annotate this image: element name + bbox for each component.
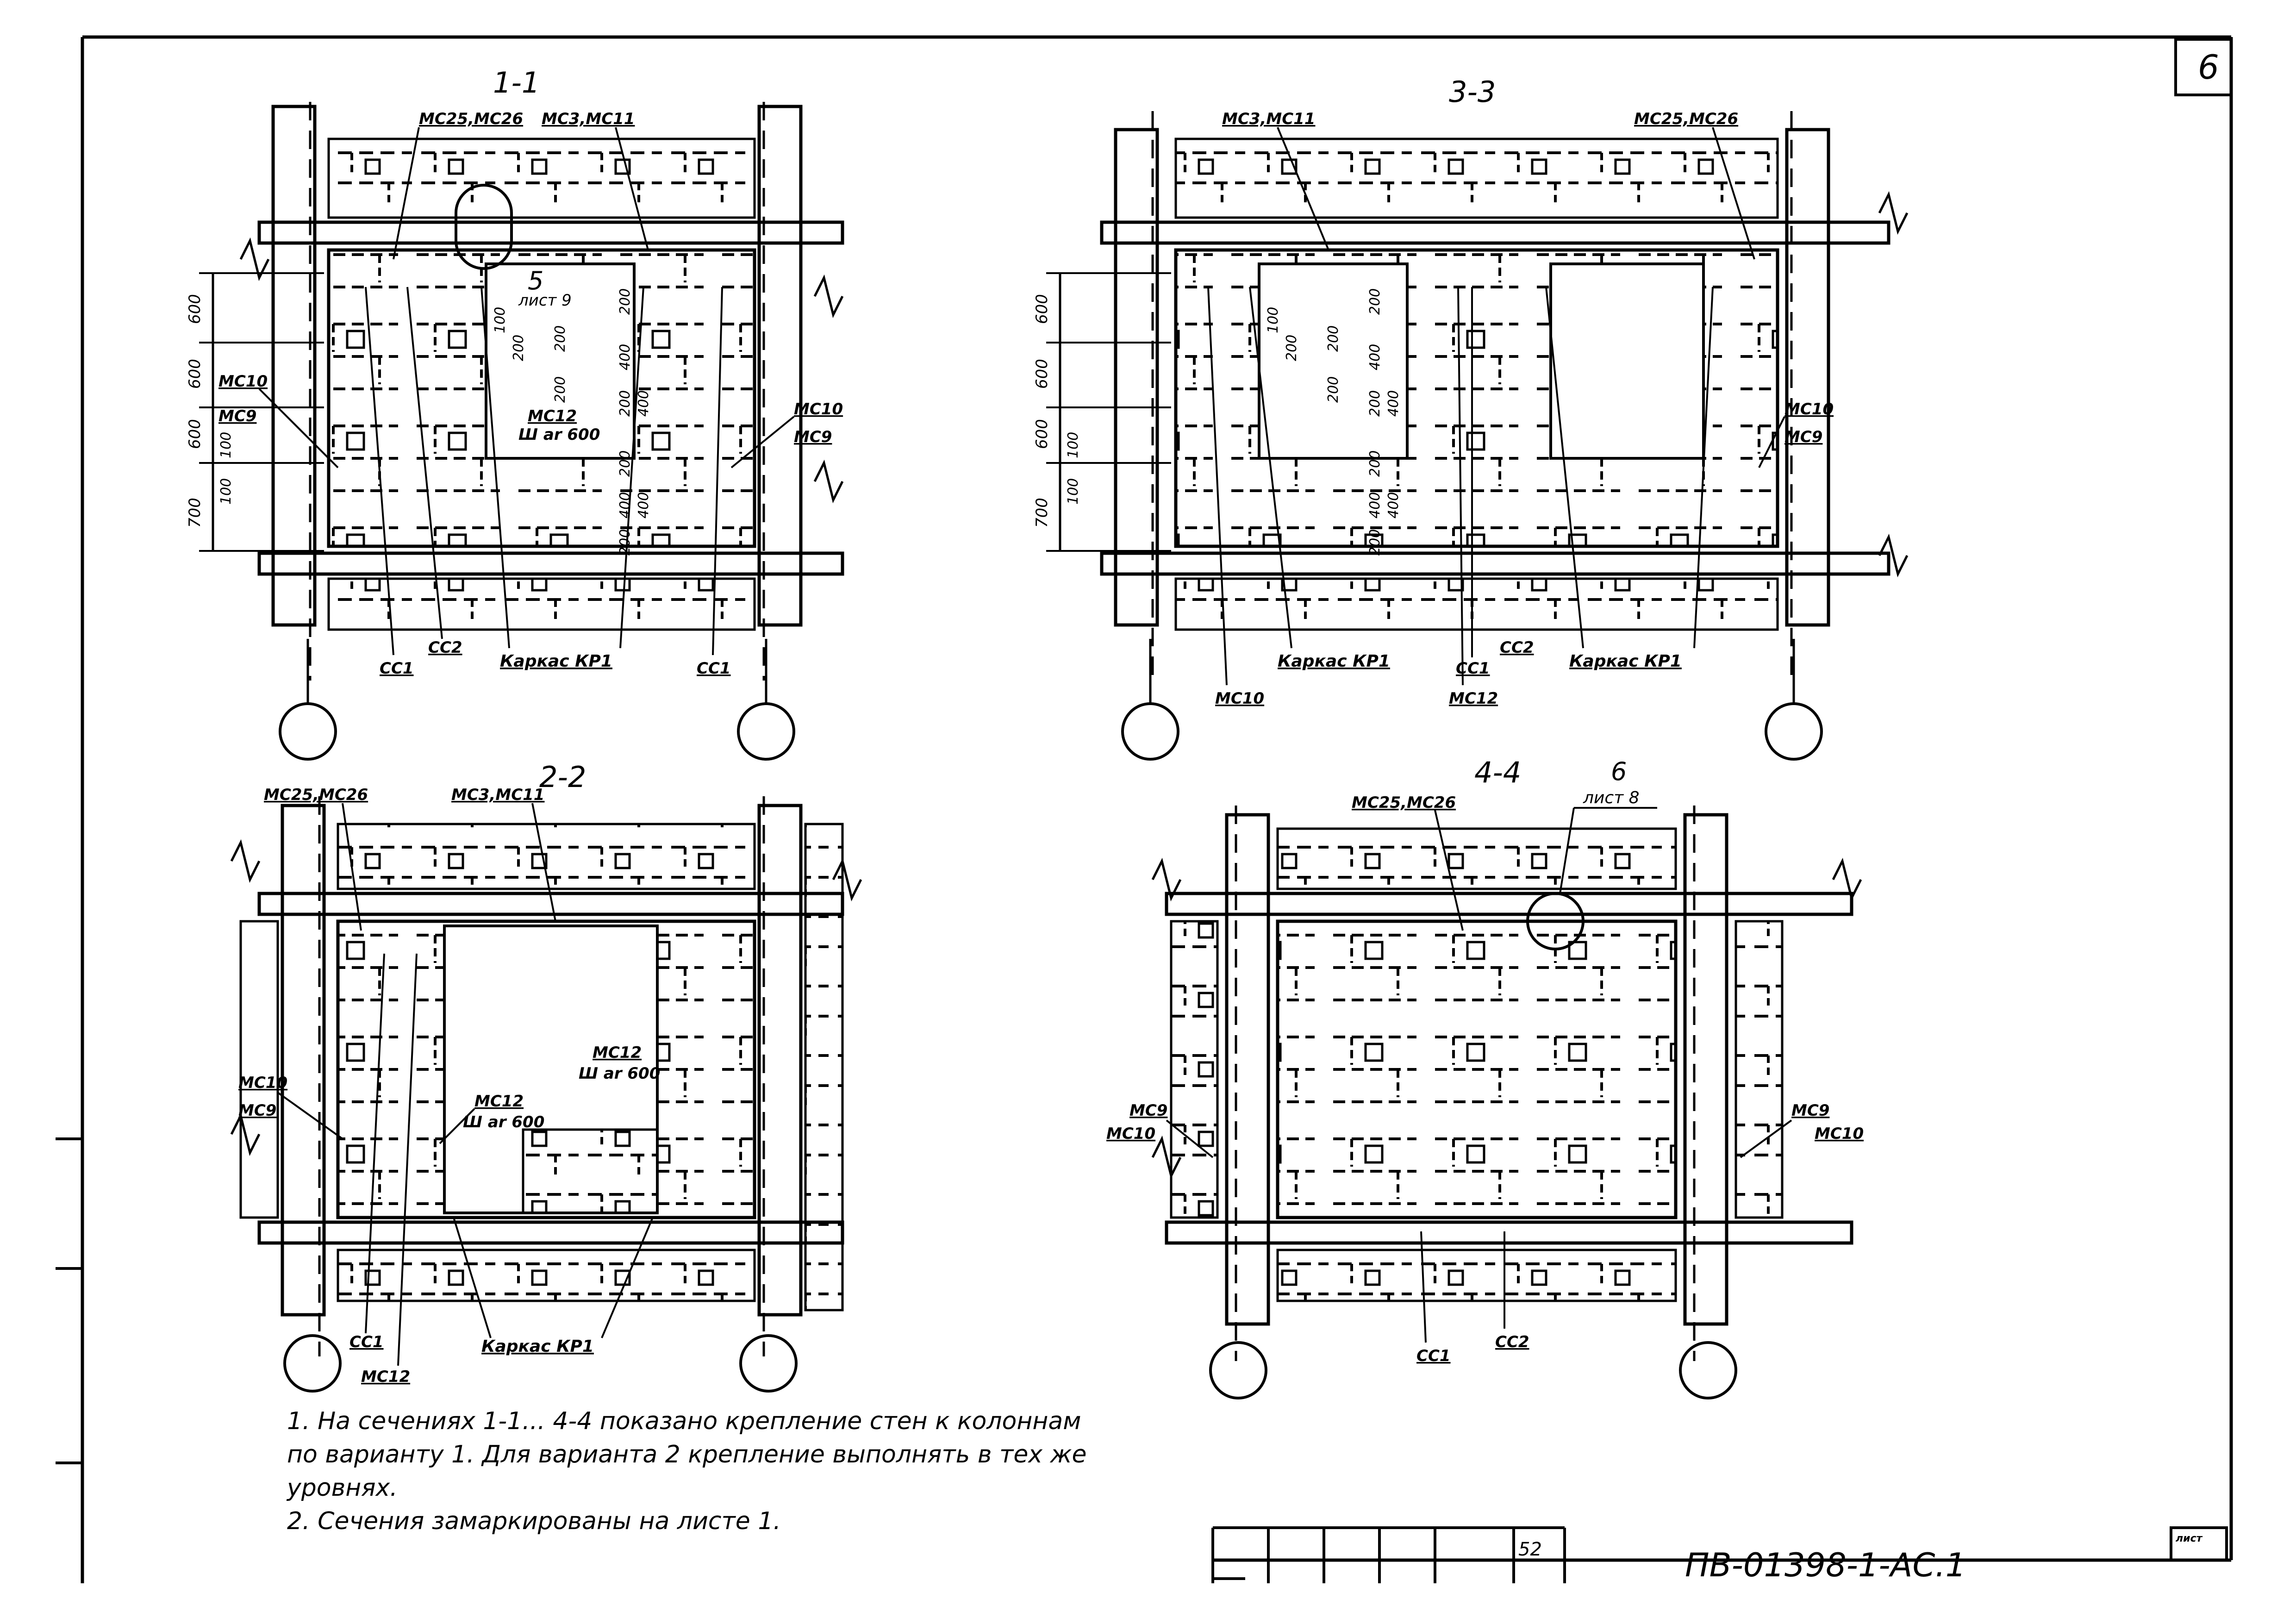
section-1-1: 1-1 5 лист 9 600 600 600 700 100 (186, 66, 844, 761)
svg-text:700: 700 (1033, 498, 1051, 528)
section-title: 2-2 (539, 760, 586, 794)
svg-text:200: 200 (1367, 288, 1383, 315)
svg-text:МС9: МС9 (1784, 428, 1822, 446)
svg-text:600: 600 (186, 419, 204, 449)
svg-text:100: 100 (1265, 307, 1281, 333)
svg-text:МС10: МС10 (1215, 689, 1264, 708)
svg-text:700: 700 (186, 498, 204, 528)
svg-text:МС9: МС9 (218, 407, 256, 425)
svg-text:СС1: СС1 (1456, 659, 1490, 678)
svg-text:СС1: СС1 (349, 1333, 384, 1351)
svg-text:100: 100 (1065, 432, 1081, 458)
svg-text:СС2: СС2 (1495, 1333, 1529, 1351)
svg-text:600: 600 (186, 294, 204, 324)
svg-text:100: 100 (492, 307, 508, 333)
svg-text:МС10: МС10 (1784, 400, 1834, 418)
svg-text:СС1: СС1 (1416, 1347, 1451, 1365)
svg-text:МС9: МС9 (1129, 1101, 1167, 1120)
svg-text:100: 100 (218, 432, 234, 458)
svg-text:МС12: МС12 (593, 1043, 642, 1062)
svg-text:МС12: МС12 (361, 1368, 410, 1386)
svg-text:МС9: МС9 (1791, 1101, 1829, 1120)
svg-text:200: 200 (1325, 376, 1341, 403)
callout-number: 5 (528, 266, 543, 295)
svg-text:200: 200 (552, 376, 568, 403)
svg-text:МС3,МС11: МС3,МС11 (1222, 110, 1315, 128)
svg-text:200: 200 (1367, 450, 1383, 477)
note-line-4: 2. Сечения замаркированы на листе 1. (287, 1507, 781, 1535)
svg-text:МС12: МС12 (1449, 689, 1498, 708)
svg-text:МС9: МС9 (794, 428, 832, 446)
svg-text:МС25,МС26: МС25,МС26 (1634, 110, 1738, 128)
svg-text:200: 200 (617, 529, 633, 556)
svg-text:400: 400 (617, 344, 633, 370)
svg-text:Каркас КР1: Каркас КР1 (1278, 652, 1390, 671)
svg-text:200: 200 (617, 390, 633, 417)
svg-text:МС25,МС26: МС25,МС26 (419, 110, 523, 128)
svg-text:200: 200 (552, 325, 568, 352)
svg-text:МС25,МС26: МС25,МС26 (264, 786, 368, 804)
svg-text:МС10: МС10 (218, 372, 268, 391)
svg-text:СС1: СС1 (697, 659, 731, 678)
svg-text:400: 400 (636, 390, 652, 417)
section-3-3: 3-3 600 600 600 700 100 100 100 200 200 … (1033, 75, 1909, 761)
svg-text:400: 400 (1385, 390, 1402, 417)
note-line-1: 1. На сечениях 1-1... 4-4 показано крепл… (287, 1407, 1081, 1435)
svg-text:Каркас КР1: Каркас КР1 (1569, 652, 1682, 671)
svg-text:МС12: МС12 (528, 407, 577, 425)
svg-text:Ш ar 600: Ш ar 600 (518, 425, 600, 444)
svg-text:400: 400 (1367, 344, 1383, 370)
svg-text:СС2: СС2 (1500, 638, 1534, 657)
note-line-2: по варианту 1. Для варианта 2 крепление … (287, 1441, 1087, 1468)
section-title: 3-3 (1449, 75, 1496, 109)
svg-text:СС1: СС1 (380, 659, 414, 678)
callout-sheet: лист 8 (1583, 788, 1640, 807)
svg-text:МС10: МС10 (794, 400, 843, 418)
svg-text:МС10: МС10 (1106, 1124, 1155, 1143)
note-line-3: уровнях. (287, 1474, 398, 1502)
svg-text:МС25,МС26: МС25,МС26 (1352, 793, 1456, 812)
svg-text:600: 600 (1033, 359, 1051, 389)
svg-text:600: 600 (186, 359, 204, 389)
svg-text:400: 400 (636, 492, 652, 518)
svg-text:МС12: МС12 (474, 1092, 524, 1111)
svg-text:400: 400 (1367, 492, 1383, 518)
callout-sheet: лист 9 (518, 291, 572, 310)
section-title: 4-4 (1474, 756, 1521, 789)
svg-text:200: 200 (1284, 335, 1300, 361)
svg-text:100: 100 (218, 478, 234, 505)
svg-text:МС3,МС11: МС3,МС11 (451, 786, 544, 804)
title-block: 52 лист ПВ-01398-1-АС.1 (1211, 1526, 2228, 1584)
stamp-cell: 52 (1518, 1539, 1542, 1560)
svg-text:200: 200 (1325, 325, 1341, 352)
svg-text:Ш ar 600: Ш ar 600 (463, 1113, 544, 1131)
callout-number: 6 (1611, 757, 1627, 786)
page-number-box: 6 (2174, 38, 2233, 96)
svg-text:400: 400 (1385, 492, 1402, 518)
svg-text:Каркас КР1: Каркас КР1 (481, 1337, 594, 1356)
svg-text:600: 600 (1033, 419, 1051, 449)
section-title: 1-1 (493, 66, 540, 100)
page-number: 6 (2198, 48, 2219, 87)
svg-text:Ш ar 600: Ш ar 600 (579, 1064, 660, 1083)
svg-text:200: 200 (617, 288, 633, 315)
svg-text:200: 200 (1367, 529, 1383, 556)
svg-text:600: 600 (1033, 294, 1051, 324)
svg-text:200: 200 (617, 450, 633, 477)
svg-text:100: 100 (1065, 478, 1081, 505)
svg-text:МС9: МС9 (238, 1101, 276, 1120)
svg-text:МС10: МС10 (1815, 1124, 1864, 1143)
svg-text:СС2: СС2 (428, 638, 462, 657)
svg-text:МС10: МС10 (238, 1074, 287, 1092)
svg-text:МС3,МС11: МС3,МС11 (542, 110, 635, 128)
svg-text:Каркас КР1: Каркас КР1 (500, 652, 612, 671)
svg-text:200: 200 (511, 335, 527, 361)
stamp-label: лист (2176, 1533, 2203, 1544)
section-4-4: 4-4 6 лист 8 МС25,МС26 МС9 МС10 МС9 МС10… (1106, 756, 1864, 1399)
document-code: ПВ-01398-1-АС.1 (1685, 1546, 1966, 1584)
svg-text:200: 200 (1367, 390, 1383, 417)
section-2-2: 2-2 МС25,МС26 МС3,МС11 МС10 МС9 МС12 Ш a… (230, 760, 862, 1393)
